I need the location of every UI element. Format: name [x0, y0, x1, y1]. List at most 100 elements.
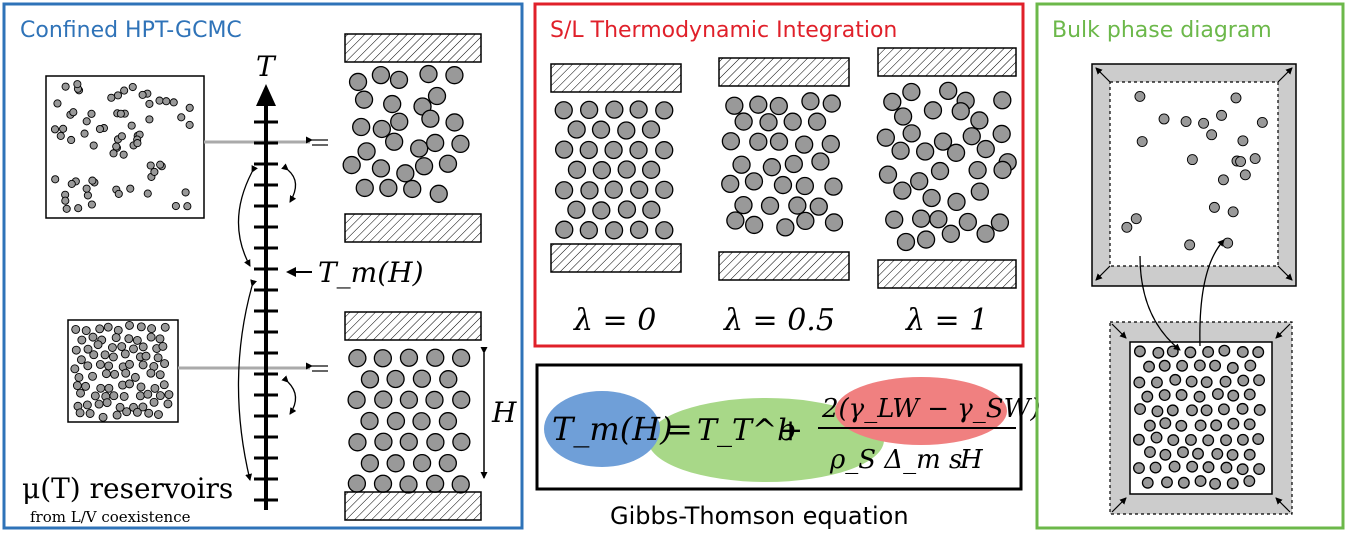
particle-icon — [100, 350, 110, 360]
particle-icon — [425, 390, 444, 410]
ti-liquid-particles — [876, 81, 1017, 252]
particle-icon — [160, 359, 170, 369]
particle-icon — [567, 160, 587, 179]
particle-icon — [939, 81, 958, 101]
particle-icon — [95, 124, 105, 134]
particle-icon — [421, 109, 440, 128]
particle-icon — [149, 397, 159, 407]
reservoir-particles-high — [70, 320, 174, 422]
particle-icon — [114, 189, 123, 198]
particle-icon — [807, 112, 827, 131]
particle-icon — [592, 161, 612, 180]
particle-icon — [452, 432, 471, 452]
particle-icon — [721, 132, 741, 151]
particle-icon — [1211, 447, 1224, 460]
particle-icon — [732, 155, 751, 174]
particle-icon — [130, 372, 140, 382]
particle-icon — [121, 368, 131, 378]
right-panel-frame — [1035, 2, 1345, 530]
particle-icon — [112, 142, 121, 151]
melting-temperature-label: T_m(H) — [318, 256, 424, 289]
particle-icon — [61, 196, 70, 205]
particle-icon — [347, 390, 366, 410]
particle-icon — [103, 322, 113, 332]
particle-icon — [1226, 477, 1239, 490]
particle-icon — [922, 188, 941, 208]
particle-icon — [1253, 404, 1266, 416]
particle-icon — [82, 184, 91, 193]
particle-icon — [67, 135, 76, 145]
particle-icon — [399, 348, 419, 367]
particle-swap-arrows — [1139, 239, 1225, 351]
particle-icon — [1218, 344, 1231, 357]
particle-icon — [145, 115, 154, 124]
axis-arrowhead-icon — [256, 84, 276, 106]
particle-icon — [554, 101, 573, 120]
particle-icon — [373, 349, 393, 368]
particle-icon — [61, 82, 70, 91]
particle-icon — [1252, 433, 1265, 445]
particle-icon — [893, 181, 912, 200]
particle-icon — [82, 117, 91, 126]
particle-icon — [1236, 346, 1249, 358]
particle-icon — [82, 400, 92, 410]
particle-icon — [655, 141, 674, 160]
particle-icon — [70, 364, 80, 374]
particle-icon — [120, 86, 129, 95]
particle-icon — [155, 334, 165, 344]
particle-icon — [604, 221, 624, 240]
particle-icon — [72, 381, 82, 391]
particle-icon — [371, 159, 391, 178]
particle-icon — [133, 139, 142, 148]
particle-icon — [809, 197, 828, 216]
particle-icon — [113, 325, 123, 335]
particle-icon — [150, 383, 160, 393]
particle-icon — [744, 172, 764, 191]
particle-icon — [138, 90, 147, 99]
particle-icon — [88, 371, 97, 381]
particle-icon — [109, 149, 118, 158]
expansion-arrows-icon — [1095, 67, 1293, 281]
equation-lhs: T_m(H) — [552, 410, 673, 448]
particle-icon — [1216, 109, 1227, 121]
hatched-wall-icon — [877, 47, 1017, 77]
particle-icon — [93, 340, 103, 350]
particle-icon — [62, 204, 71, 213]
particle-icon — [1227, 389, 1240, 402]
particle-icon — [1243, 475, 1256, 487]
particle-icon — [1151, 405, 1164, 418]
particle-icon — [821, 134, 840, 154]
particle-icon — [1227, 206, 1239, 218]
particle-icon — [941, 224, 960, 243]
particle-icon — [1161, 476, 1173, 489]
particle-icon — [87, 200, 96, 209]
hatched-wall-icon — [718, 251, 850, 281]
exchange-arrows — [237, 163, 297, 481]
particle-icon — [876, 128, 896, 147]
particle-icon — [811, 152, 830, 171]
particle-icon — [396, 164, 415, 183]
particle-icon — [1193, 390, 1206, 403]
particle-icon — [110, 369, 120, 379]
particle-icon — [1206, 129, 1218, 141]
particle-icon — [117, 132, 126, 141]
particle-icon — [1198, 117, 1210, 129]
particle-icon — [893, 107, 913, 126]
particle-icon — [159, 380, 169, 390]
particle-icon — [76, 388, 85, 398]
lambda-label-1: λ = 0.5 — [723, 303, 835, 338]
particle-icon — [579, 140, 598, 160]
particle-icon — [1136, 136, 1148, 147]
particle-icon — [360, 411, 379, 431]
particle-icon — [59, 124, 68, 133]
pore-liquid-particles — [342, 64, 470, 203]
particle-icon — [347, 474, 367, 493]
particle-icon — [104, 383, 114, 393]
particle-icon — [1177, 446, 1189, 459]
hatched-wall-icon — [344, 33, 482, 63]
particle-icon — [970, 182, 989, 201]
particle-icon — [641, 120, 661, 139]
particle-icon — [1143, 360, 1155, 373]
particle-icon — [1236, 402, 1249, 415]
particle-icon — [50, 125, 60, 134]
